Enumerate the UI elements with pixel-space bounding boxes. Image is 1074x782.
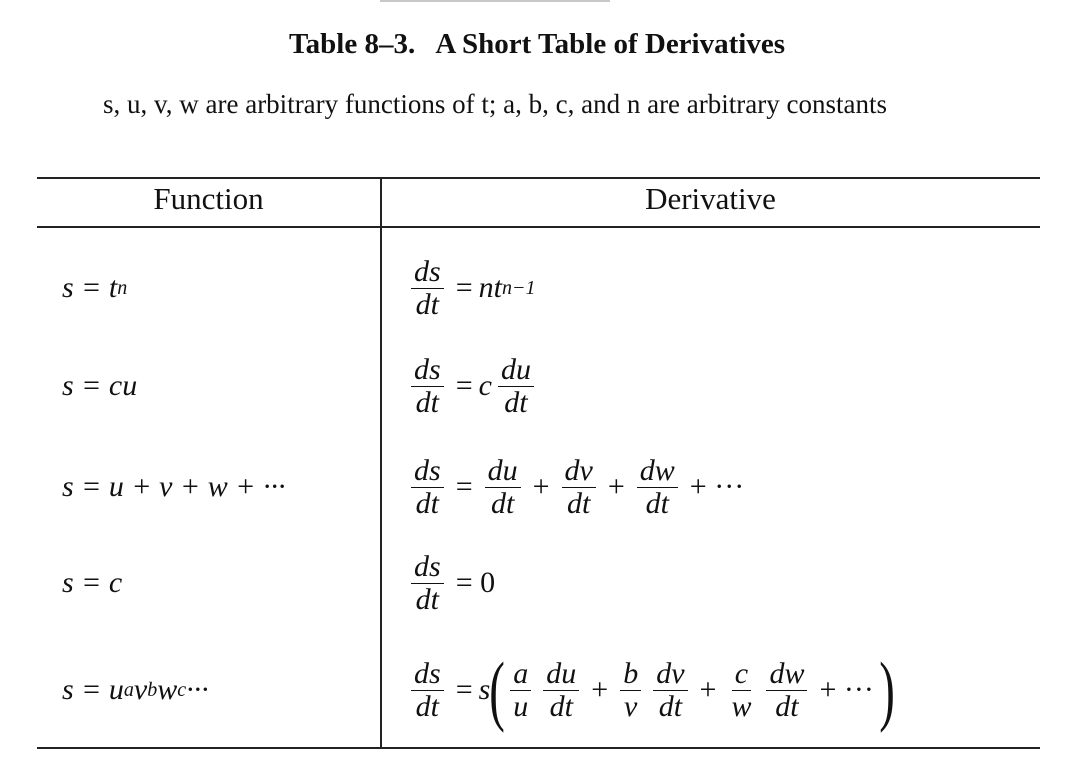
column-divider — [380, 177, 382, 747]
numerator: a — [510, 658, 532, 691]
header-derivative: Derivative — [645, 181, 776, 216]
parenthesis: ( — [489, 646, 506, 733]
page-edge — [380, 0, 610, 2]
denominator: dt — [415, 287, 440, 321]
operator: = — [455, 369, 473, 402]
denominator: dt — [490, 486, 515, 520]
math-text: v — [133, 673, 148, 706]
header-rule — [37, 226, 1040, 228]
numerator: du — [497, 354, 534, 387]
function-cell: s = cu — [62, 336, 137, 436]
superscript: n — [117, 276, 128, 299]
math-text: w — [157, 673, 178, 706]
denominator: dt — [415, 486, 440, 520]
operator: + ··· — [689, 470, 745, 503]
superscript: a — [123, 678, 134, 701]
operator: = — [455, 271, 473, 304]
math-text: c — [478, 369, 492, 402]
denominator: w — [731, 689, 752, 723]
superscript: c — [177, 678, 187, 701]
numerator: ds — [411, 354, 444, 387]
numerator: dw — [766, 658, 808, 691]
numerator: dv — [561, 455, 596, 488]
math-text: s = cu — [62, 369, 138, 402]
function-cell: s = u + v + w + ··· — [62, 437, 285, 537]
numerator: du — [484, 455, 521, 488]
numerator: du — [543, 658, 580, 691]
operator: + — [699, 673, 717, 706]
table-top-rule — [37, 177, 1040, 179]
denominator: v — [624, 689, 638, 723]
operator: + — [532, 470, 550, 503]
math-text: s = u — [62, 673, 124, 706]
numerator: dv — [653, 658, 688, 691]
denominator: dt — [645, 486, 669, 520]
denominator: dt — [658, 689, 683, 723]
table-title: Table 8–3. A Short Table of Derivatives — [288, 28, 785, 60]
denominator: dt — [415, 689, 440, 723]
operator: + ··· — [819, 673, 874, 706]
math-text: ··· — [186, 673, 209, 706]
operator: + — [591, 673, 609, 706]
denominator: u — [513, 689, 529, 723]
superscript: n−1 — [501, 276, 536, 299]
operator: = 0 — [455, 566, 496, 599]
numerator: ds — [411, 551, 444, 584]
numerator: ds — [411, 256, 444, 289]
denominator: dt — [415, 385, 440, 419]
header-function: Function — [153, 181, 264, 216]
denominator: dt — [775, 689, 799, 723]
denominator: dt — [567, 486, 591, 520]
operator: + — [607, 470, 625, 503]
numerator: ds — [411, 658, 444, 691]
math-text: s = c — [62, 566, 123, 599]
denominator: dt — [504, 385, 528, 419]
function-cell: s = c — [62, 533, 122, 633]
operator: = — [455, 673, 473, 706]
math-text: s = t — [62, 271, 118, 304]
table-subtitle: s, u, v, w are arbitrary functions of t;… — [103, 89, 887, 119]
superscript: b — [147, 678, 158, 701]
numerator: dw — [636, 455, 678, 488]
math-text: nt — [478, 271, 502, 304]
numerator: ds — [411, 455, 444, 488]
denominator: dt — [549, 689, 573, 723]
numerator: b — [620, 658, 642, 691]
math-text: s = u + v + w + ··· — [62, 470, 286, 503]
operator: = — [455, 470, 473, 503]
denominator: dt — [415, 582, 440, 616]
math-text: s — [478, 673, 491, 706]
table-bottom-rule — [37, 747, 1040, 749]
numerator: c — [731, 658, 752, 691]
parenthesis: ) — [879, 646, 895, 733]
